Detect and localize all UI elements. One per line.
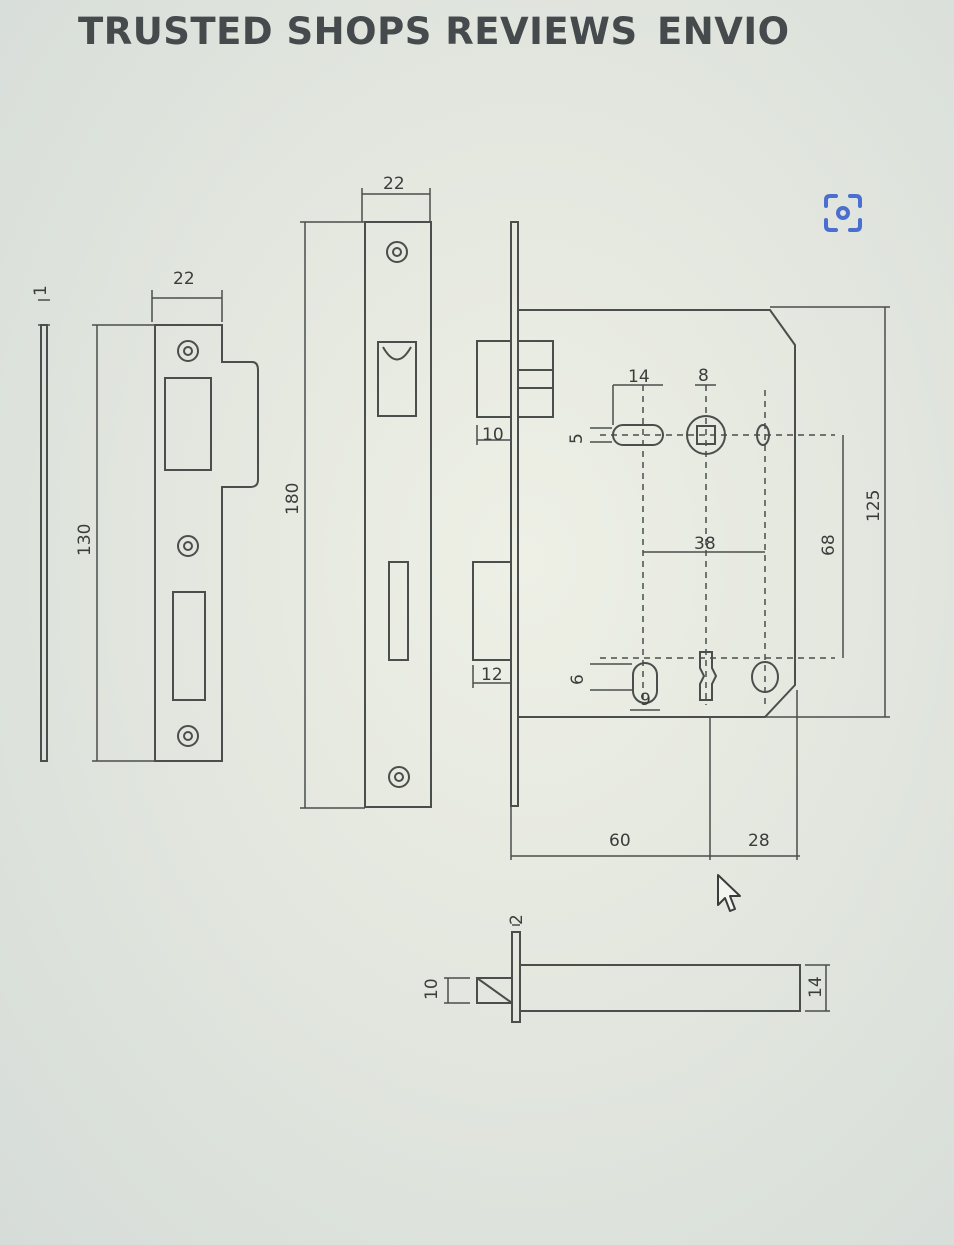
lock-body: 10 12 14 8	[472, 221, 890, 860]
faceplate: 22 180	[283, 174, 432, 809]
bolt-depth-label: 12	[481, 665, 503, 685]
thin-strip: 1	[31, 285, 51, 762]
latch-tongue-view: 10 14 2	[422, 914, 830, 1023]
plate-2-label: 2	[507, 914, 527, 925]
hole-8-label: 8	[698, 366, 709, 386]
tongue-14-label: 14	[806, 976, 826, 998]
lens-search-icon[interactable]	[820, 190, 866, 236]
height-125-label: 125	[864, 490, 884, 522]
strike-height-label: 130	[75, 524, 95, 556]
depth-28-label: 28	[748, 831, 770, 851]
centers-68-label: 68	[819, 534, 839, 556]
slot-9-label: 9	[640, 690, 651, 710]
backset-60-label: 60	[609, 831, 631, 851]
nav-trusted-shops-reviews[interactable]: TRUSTED SHOPS REVIEWS	[78, 10, 638, 53]
strike-width-label: 22	[173, 269, 195, 289]
faceplate-width-label: 22	[383, 174, 405, 194]
top-nav: TRUSTED SHOPS REVIEWS ENVIO	[0, 10, 954, 60]
hole-14-label: 14	[628, 367, 650, 387]
tongue-10-label: 10	[422, 978, 442, 1000]
latch-depth-label: 10	[482, 425, 504, 445]
slot-5-label: 5	[567, 433, 587, 444]
slot-6-label: 6	[568, 674, 588, 685]
nav-envio[interactable]: ENVIO	[657, 10, 790, 53]
strike-plate: 22 130	[75, 269, 259, 762]
strip-thickness-label: 1	[31, 285, 51, 296]
mouse-pointer-icon	[716, 873, 744, 915]
spacing-38-label: 38	[694, 534, 716, 554]
faceplate-height-label: 180	[283, 483, 303, 515]
